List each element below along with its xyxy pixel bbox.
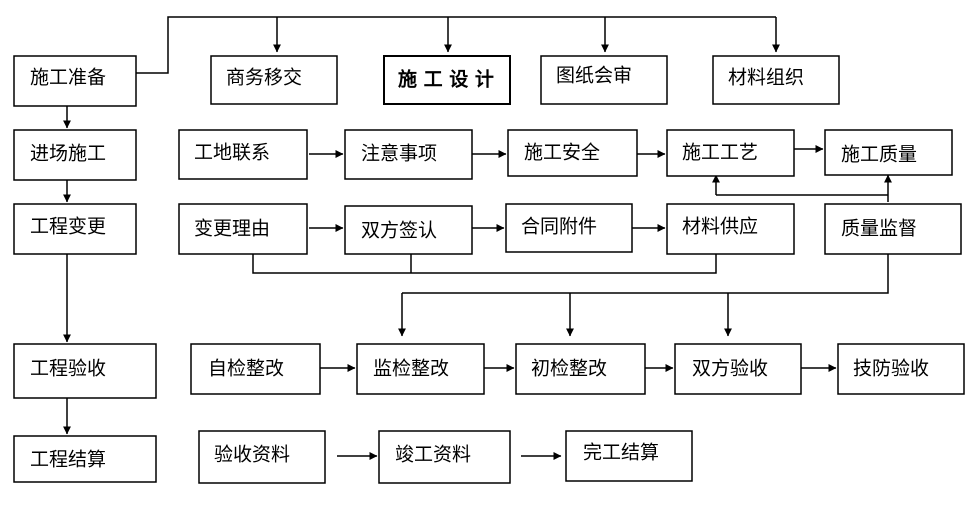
node-contract-attach-label: 合同附件: [521, 216, 597, 238]
node-settlement: 工程结算: [13, 435, 157, 483]
connector-supervision-down: [402, 254, 889, 294]
node-change-label: 工程变更: [30, 216, 106, 238]
node-process: 施工工艺: [666, 129, 795, 177]
node-self-check-label: 自检整改: [208, 358, 284, 380]
node-quality: 施工质量: [824, 129, 953, 176]
node-tech-acceptance: 技防验收: [837, 343, 965, 395]
node-handover: 商务移交: [210, 55, 338, 105]
node-site-contact: 工地联系: [178, 129, 308, 180]
node-completion-docs-label: 竣工资料: [395, 444, 471, 466]
node-enter-site: 进场施工: [13, 129, 137, 181]
node-supervision-check: 监检整改: [356, 343, 485, 395]
node-tech-acceptance-label: 技防验收: [853, 358, 929, 380]
node-dual-sign-label: 双方签认: [361, 220, 437, 242]
node-quality-supervision-label: 质量监督: [841, 218, 917, 240]
node-dual-acceptance-label: 双方验收: [692, 358, 768, 380]
node-change-reason: 变更理由: [178, 203, 308, 255]
node-prep: 施工准备: [13, 55, 137, 107]
node-contract-attach: 合同附件: [505, 203, 633, 253]
node-process-label: 施工工艺: [682, 142, 758, 164]
node-acceptance-label: 工程验收: [30, 358, 106, 380]
node-final-settlement-label: 完工结算: [583, 442, 659, 464]
node-initial-check-label: 初检整改: [531, 358, 607, 380]
node-acceptance: 工程验收: [13, 343, 157, 399]
node-acceptance-docs-label: 验收资料: [214, 444, 290, 466]
node-material-org: 材料组织: [712, 55, 840, 105]
node-self-check: 自检整改: [190, 343, 321, 395]
node-drawing-review-label: 图纸会审: [556, 65, 632, 87]
node-enter-site-label: 进场施工: [30, 143, 106, 165]
node-supervision-check-label: 监检整改: [373, 358, 449, 380]
node-settlement-label: 工程结算: [30, 449, 106, 471]
node-quality-supervision: 质量监督: [824, 203, 962, 255]
node-material-supply-label: 材料供应: [682, 216, 758, 238]
node-notes: 注意事项: [344, 129, 473, 180]
connectors: [63, 16, 892, 460]
node-site-contact-label: 工地联系: [194, 142, 270, 164]
connector-prep-bus: [136, 16, 776, 74]
node-material-supply: 材料供应: [666, 203, 795, 255]
node-design-label: 施 工 设 计: [398, 68, 494, 91]
node-dual-sign: 双方签认: [344, 205, 473, 255]
connector-change-bottom: [252, 254, 717, 274]
node-material-org-label: 材料组织: [728, 67, 804, 89]
node-prep-label: 施工准备: [30, 67, 106, 89]
node-handover-label: 商务移交: [226, 67, 302, 89]
node-quality-label: 施工质量: [841, 144, 917, 166]
node-safety: 施工安全: [507, 129, 638, 177]
node-change: 工程变更: [13, 203, 137, 255]
node-change-reason-label: 变更理由: [194, 218, 270, 240]
node-acceptance-docs: 验收资料: [198, 430, 326, 484]
node-design: 施 工 设 计: [383, 55, 511, 105]
node-notes-label: 注意事项: [361, 143, 437, 165]
node-drawing-review: 图纸会审: [540, 55, 668, 105]
node-completion-docs: 竣工资料: [378, 430, 511, 484]
node-dual-acceptance: 双方验收: [674, 343, 802, 395]
node-final-settlement: 完工结算: [565, 430, 693, 482]
node-safety-label: 施工安全: [524, 142, 600, 164]
node-initial-check: 初检整改: [515, 343, 646, 395]
